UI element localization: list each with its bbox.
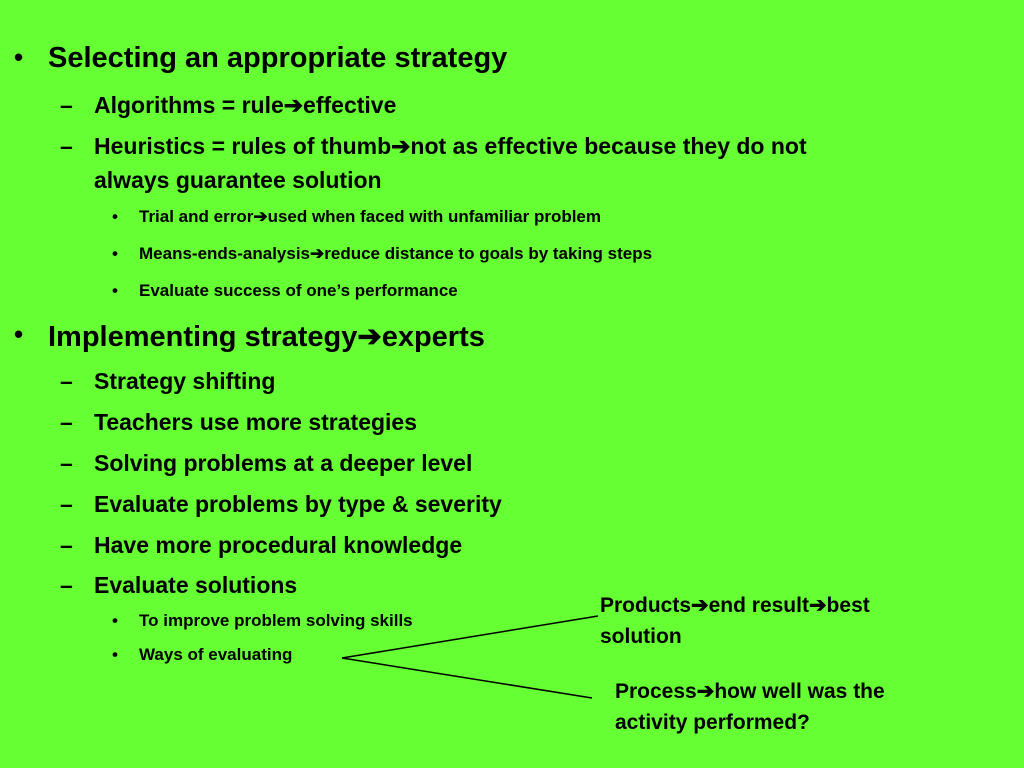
sub-bullet-text: Heuristics = rules of thumb➔not as effec… xyxy=(94,133,807,159)
sub-bullet-text: Evaluate solutions xyxy=(94,572,298,598)
sub-sub-bullet-text: Ways of evaluating xyxy=(139,645,293,664)
sub-bullet-text: Teachers use more strategies xyxy=(94,409,418,435)
bullet-text: Selecting an appropriate strategy xyxy=(48,42,508,74)
bullet-marker: • xyxy=(14,42,24,72)
sub-bullet-text-continued: always guarantee solution xyxy=(94,167,382,193)
bullet-marker: • xyxy=(112,207,118,226)
dash-marker: – xyxy=(60,92,73,118)
dash-marker: – xyxy=(60,450,73,476)
sub-sub-bullet-text: To improve problem solving skills xyxy=(139,611,413,630)
sub-bullet-text: Solving problems at a deeper level xyxy=(94,450,473,476)
connector-to-products xyxy=(341,615,599,659)
sub-sub-bullet-text: Trial and error➔used when faced with unf… xyxy=(139,207,602,226)
sub-bullet-text: Have more procedural knowledge xyxy=(94,532,463,558)
sub-bullet-text: Evaluate problems by type & severity xyxy=(94,491,502,517)
sub-sub-bullet-text: Means-ends-analysis➔reduce distance to g… xyxy=(139,244,653,263)
connector-to-process xyxy=(341,657,593,699)
bullet-marker: • xyxy=(112,281,118,300)
bullet-marker: • xyxy=(14,319,24,349)
dash-marker: – xyxy=(60,133,73,159)
bullet-marker: • xyxy=(112,244,118,263)
sub-sub-bullet-text: Evaluate success of one’s performance xyxy=(139,281,458,300)
dash-marker: – xyxy=(60,532,73,558)
sub-bullet-text: Algorithms = rule➔effective xyxy=(94,92,397,118)
bullet-text: Implementing strategy➔experts xyxy=(48,321,485,353)
bullet-marker: • xyxy=(112,645,118,664)
callout-process: Process➔how well was the activity perfor… xyxy=(615,680,885,734)
dash-marker: – xyxy=(60,368,73,394)
callout-products: Products➔end result➔best solution xyxy=(600,594,870,648)
dash-marker: – xyxy=(60,491,73,517)
bullet-marker: • xyxy=(112,611,118,630)
dash-marker: – xyxy=(60,409,73,435)
dash-marker: – xyxy=(60,572,73,598)
sub-bullet-text: Strategy shifting xyxy=(94,368,276,394)
